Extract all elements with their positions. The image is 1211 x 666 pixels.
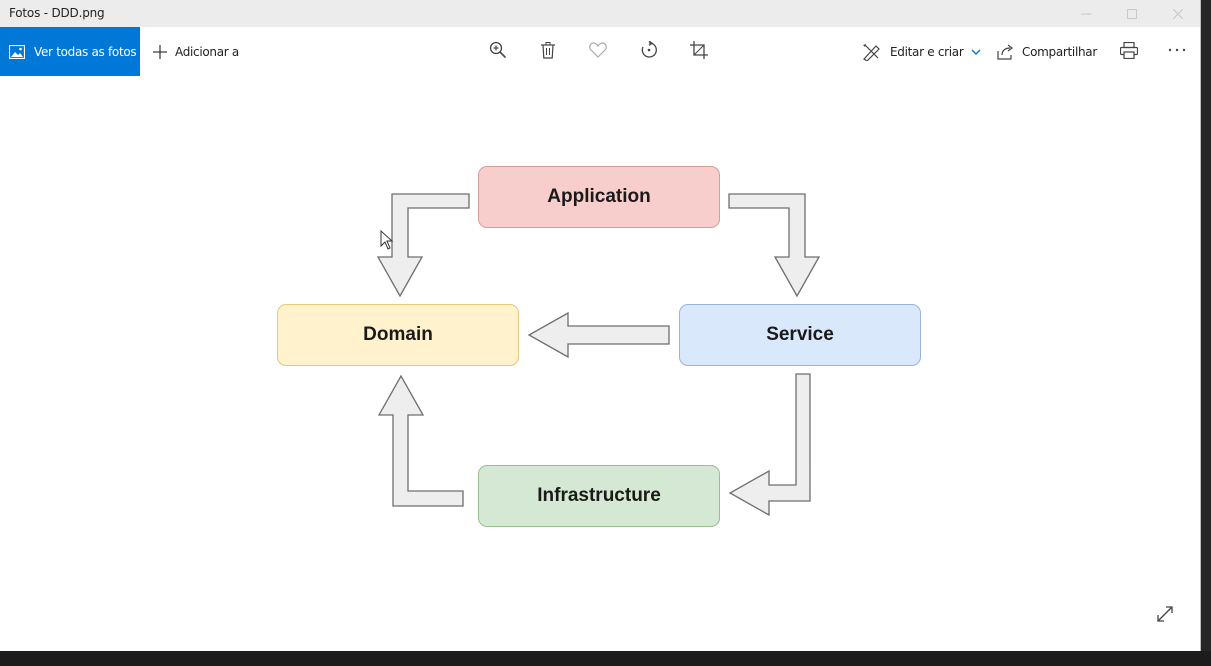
image-canvas: Application Domain Service Infrastructur… (0, 76, 1201, 651)
zoom-button[interactable] (485, 37, 511, 63)
add-to-label: Adicionar a (175, 44, 239, 59)
favorite-button[interactable] (585, 37, 611, 63)
arrow-application-to-domain (376, 193, 470, 298)
see-all-photos-label: Ver todas as fotos (34, 44, 137, 59)
crop-icon (690, 41, 708, 59)
chevron-down-icon (971, 49, 981, 55)
photo-gallery-icon (9, 44, 25, 59)
share-label: Compartilhar (1022, 44, 1097, 59)
arrow-application-to-service (728, 193, 821, 298)
rotate-button[interactable] (636, 37, 662, 63)
edit-and-create-button[interactable]: Editar e criar (862, 27, 981, 76)
minimize-icon (1081, 13, 1091, 14)
mouse-cursor-icon (380, 230, 394, 250)
toolbar: Ver todas as fotos Adicionar a Edi (0, 27, 1200, 76)
fullscreen-button[interactable] (1154, 603, 1176, 625)
photos-window: Fotos - DDD.png Ver todas as fotos Adici… (0, 0, 1201, 651)
arrow-service-to-domain (527, 311, 670, 359)
share-icon (997, 44, 1014, 60)
window-title: Fotos - DDD.png (9, 6, 105, 20)
node-domain: Domain (277, 304, 519, 366)
maximize-button[interactable] (1109, 0, 1155, 27)
node-service: Service (679, 304, 921, 366)
maximize-icon (1127, 8, 1137, 19)
background-window-edge (1201, 0, 1211, 651)
close-button[interactable] (1155, 0, 1201, 27)
trash-icon (541, 41, 555, 59)
zoom-icon (489, 41, 507, 59)
print-button[interactable] (1116, 37, 1142, 63)
close-icon (1173, 8, 1183, 19)
background-terminal (0, 651, 1211, 666)
more-options-button[interactable] (1164, 37, 1190, 63)
see-all-photos-button[interactable]: Ver todas as fotos (0, 27, 140, 76)
crop-button[interactable] (686, 37, 712, 63)
minimize-button[interactable] (1063, 0, 1109, 27)
arrow-infrastructure-to-domain (377, 374, 464, 507)
rotate-icon (641, 41, 657, 58)
delete-button[interactable] (535, 37, 561, 63)
arrow-service-to-infrastructure (728, 373, 811, 517)
print-icon (1120, 41, 1138, 59)
node-infrastructure: Infrastructure (478, 465, 720, 527)
share-button[interactable]: Compartilhar (997, 27, 1097, 76)
heart-icon (589, 42, 607, 58)
edit-create-icon (862, 43, 882, 61)
more-icon (1168, 48, 1186, 52)
edit-and-create-label: Editar e criar (890, 44, 964, 59)
add-to-button[interactable]: Adicionar a (153, 27, 239, 76)
node-application: Application (478, 166, 720, 228)
title-bar: Fotos - DDD.png (0, 0, 1200, 27)
diagram-arrows (376, 193, 821, 517)
plus-icon (153, 44, 167, 59)
expand-icon (1157, 606, 1173, 622)
